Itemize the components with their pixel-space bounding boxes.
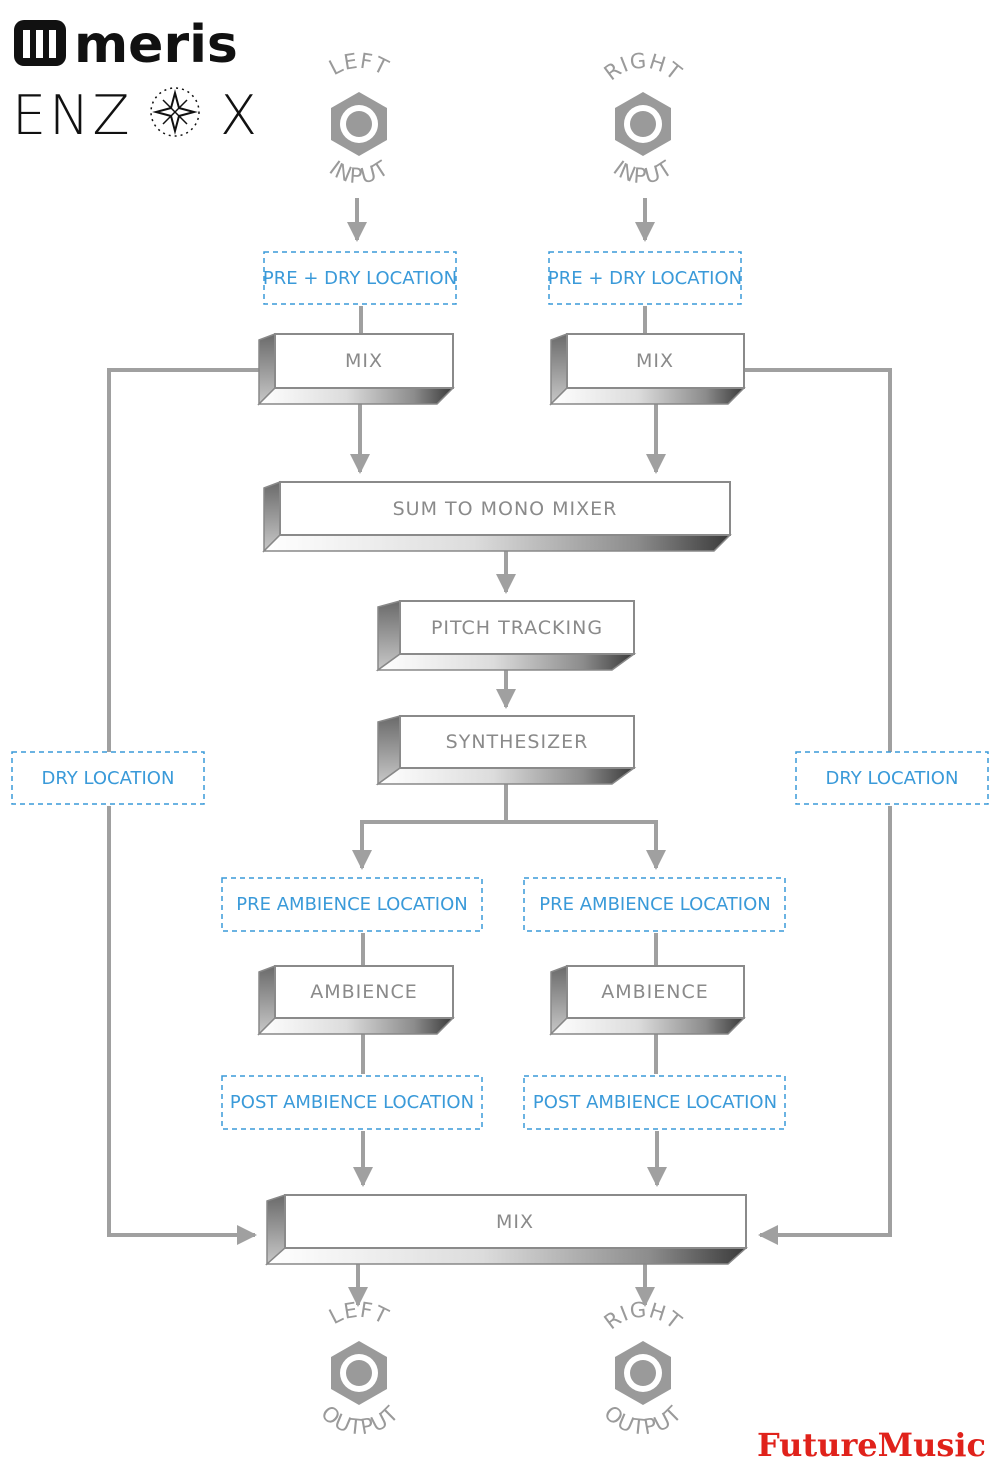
jack-label-right-output-top: RIGHT xyxy=(600,1297,687,1334)
block-label-mix-output: MIX xyxy=(496,1211,534,1233)
jack-right-output: RIGHT OUTPUT xyxy=(599,1297,687,1439)
location-box-post-ambience-left xyxy=(221,1075,483,1130)
location-label-dry-right: DRY LOCATION xyxy=(826,768,959,789)
block-ambience-left: AMBIENCE xyxy=(257,964,455,1036)
jack-label-right-output-bottom: OUTPUT xyxy=(599,1401,686,1439)
location-label-pre-ambience-left: PRE AMBIENCE LOCATION xyxy=(236,894,467,915)
location-box-pre-dry-left xyxy=(263,251,457,305)
location-label-pre-ambience-right: PRE AMBIENCE LOCATION xyxy=(539,894,770,915)
jack-left-output: LEFT OUTPUT xyxy=(316,1298,403,1440)
arrow-synth-to-right-branch xyxy=(506,820,666,870)
meris-logo-icon xyxy=(14,20,66,66)
product-name-prefix: ENZ xyxy=(12,84,133,147)
jack-label-left-input-top: LEFT xyxy=(325,49,393,80)
jack-label-right-input-bottom: INPUT xyxy=(609,156,677,189)
location-label-post-ambience-left: POST AMBIENCE LOCATION xyxy=(230,1092,474,1113)
block-synthesizer: SYNTHESIZER xyxy=(375,715,637,786)
location-label-pre-dry-right: PRE + DRY LOCATION xyxy=(548,268,742,289)
block-pitch-tracking: PITCH TRACKING xyxy=(375,600,637,672)
jack-right-output-icon xyxy=(615,1341,671,1405)
block-label-mix-right: MIX xyxy=(636,350,674,372)
block-label-mix-left: MIX xyxy=(345,350,383,372)
futuremusic-watermark: FutureMusic xyxy=(757,1426,986,1464)
block-mix-output: MIX xyxy=(265,1193,748,1266)
block-mix-left: MIX xyxy=(257,332,455,406)
line-dry-right-upper xyxy=(744,368,892,752)
location-label-dry-left: DRY LOCATION xyxy=(42,768,175,789)
location-label-pre-dry-left: PRE + DRY LOCATION xyxy=(263,268,457,289)
enzo-x-product-name: ENZ X xyxy=(12,84,260,147)
arrow-dry-right-to-mix xyxy=(758,806,892,1245)
location-label-post-ambience-right: POST AMBIENCE LOCATION xyxy=(533,1092,777,1113)
block-label-pitch-tracking: PITCH TRACKING xyxy=(431,617,603,639)
block-mix-right: MIX xyxy=(549,332,746,406)
brand-logo-text: meris xyxy=(74,15,238,75)
block-label-synthesizer: SYNTHESIZER xyxy=(446,731,589,753)
jack-label-left-input-bottom: INPUT xyxy=(325,156,393,189)
arrow-synth-to-left-branch xyxy=(352,784,508,870)
jack-label-right-input-top: RIGHT xyxy=(600,48,687,85)
location-box-pre-ambience-left xyxy=(221,877,483,932)
location-box-dry-right xyxy=(795,751,989,805)
meris-logo: meris xyxy=(14,15,238,75)
jack-label-left-output-bottom: OUTPUT xyxy=(316,1401,403,1439)
block-label-ambience-right: AMBIENCE xyxy=(601,981,709,1003)
block-label-ambience-left: AMBIENCE xyxy=(310,981,418,1003)
jack-right-input: RIGHT INPUT xyxy=(600,48,687,189)
location-labels: PRE + DRY LOCATION PRE + DRY LOCATION DR… xyxy=(42,268,959,1113)
location-boxes xyxy=(11,251,989,1130)
location-box-dry-left xyxy=(11,751,205,805)
location-box-pre-ambience-right xyxy=(523,877,786,932)
block-label-sum-to-mono: SUM TO MONO MIXER xyxy=(393,498,618,520)
jack-right-input-icon xyxy=(615,92,671,156)
jack-left-output-icon xyxy=(331,1341,387,1405)
jack-left-input: LEFT INPUT xyxy=(325,49,393,189)
arrow-dry-left-to-mix xyxy=(107,806,257,1245)
connectors xyxy=(107,198,892,1307)
location-box-post-ambience-right xyxy=(523,1075,786,1130)
block-sum-to-mono-mixer: SUM TO MONO MIXER xyxy=(262,480,732,553)
product-name-suffix: X xyxy=(220,84,260,147)
jack-left-input-icon xyxy=(331,92,387,156)
star-o-icon xyxy=(150,87,200,137)
line-dry-left-upper xyxy=(107,368,262,752)
block-ambience-right: AMBIENCE xyxy=(549,964,746,1036)
location-box-pre-dry-right xyxy=(548,251,742,305)
